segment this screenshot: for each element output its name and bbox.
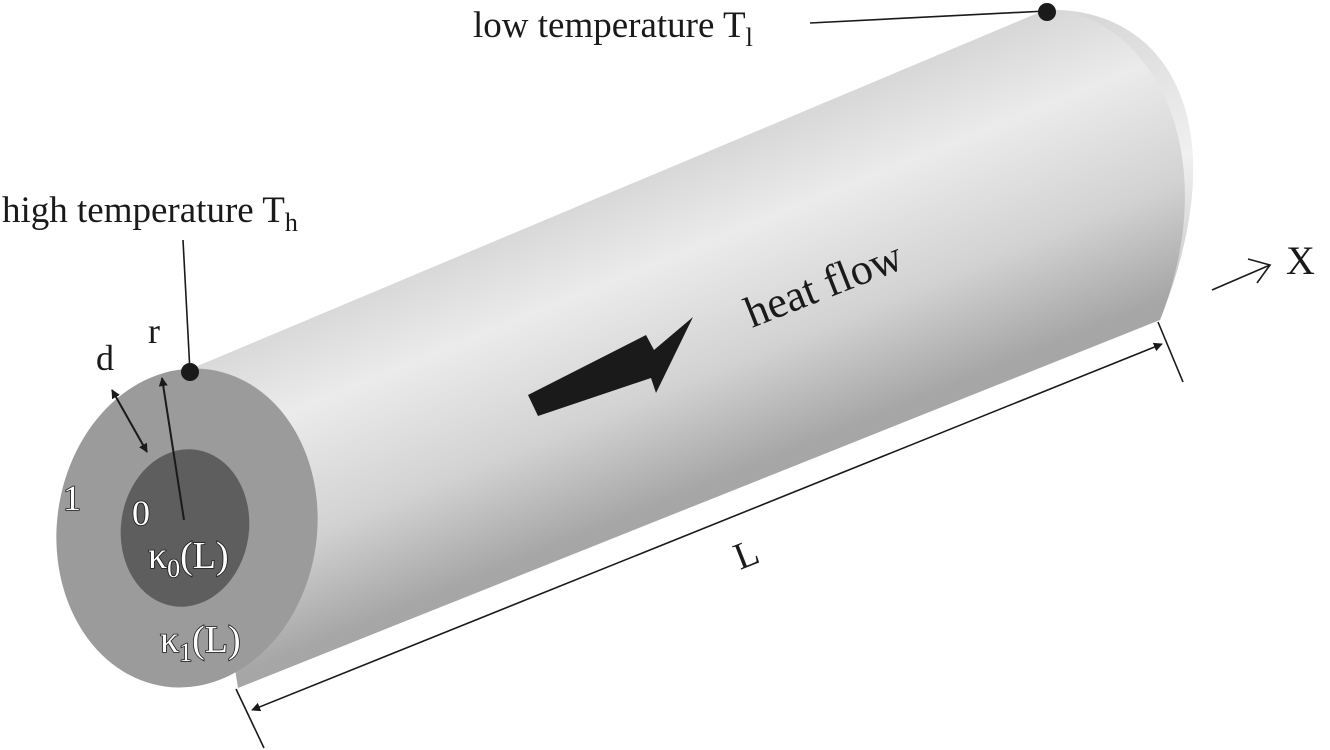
cylinder-side: [188, 9, 1185, 688]
radius-arrow: [158, 377, 185, 521]
inner-region-label: 0: [132, 493, 150, 533]
length-dimension: [235, 321, 1184, 749]
high-temp-point: [181, 363, 199, 381]
thickness-arrow: [111, 389, 148, 453]
length-label: L: [728, 531, 765, 579]
inner-core: [120, 449, 250, 607]
length-tick-end: [1157, 321, 1184, 383]
high-temp-leader: [182, 239, 191, 373]
low-temp-leader: [809, 10, 1047, 24]
radius-label: r: [148, 311, 160, 351]
cylinder-body: [188, 9, 1194, 688]
low-temperature-label: low temperature Tl: [473, 5, 753, 52]
low-temp-point: [1038, 3, 1056, 21]
kappa0-label: κ0(L): [148, 535, 229, 583]
thickness-label: d: [96, 338, 114, 378]
outer-region-label: 1: [63, 478, 81, 518]
length-arrow: [251, 342, 1163, 712]
x-axis-label: X: [1286, 238, 1315, 283]
kappa1-label: κ1(L): [160, 619, 241, 667]
high-temperature-label: high temperature Th: [2, 190, 298, 237]
length-tick-start: [235, 688, 265, 749]
x-axis-arrow: [1211, 258, 1272, 291]
